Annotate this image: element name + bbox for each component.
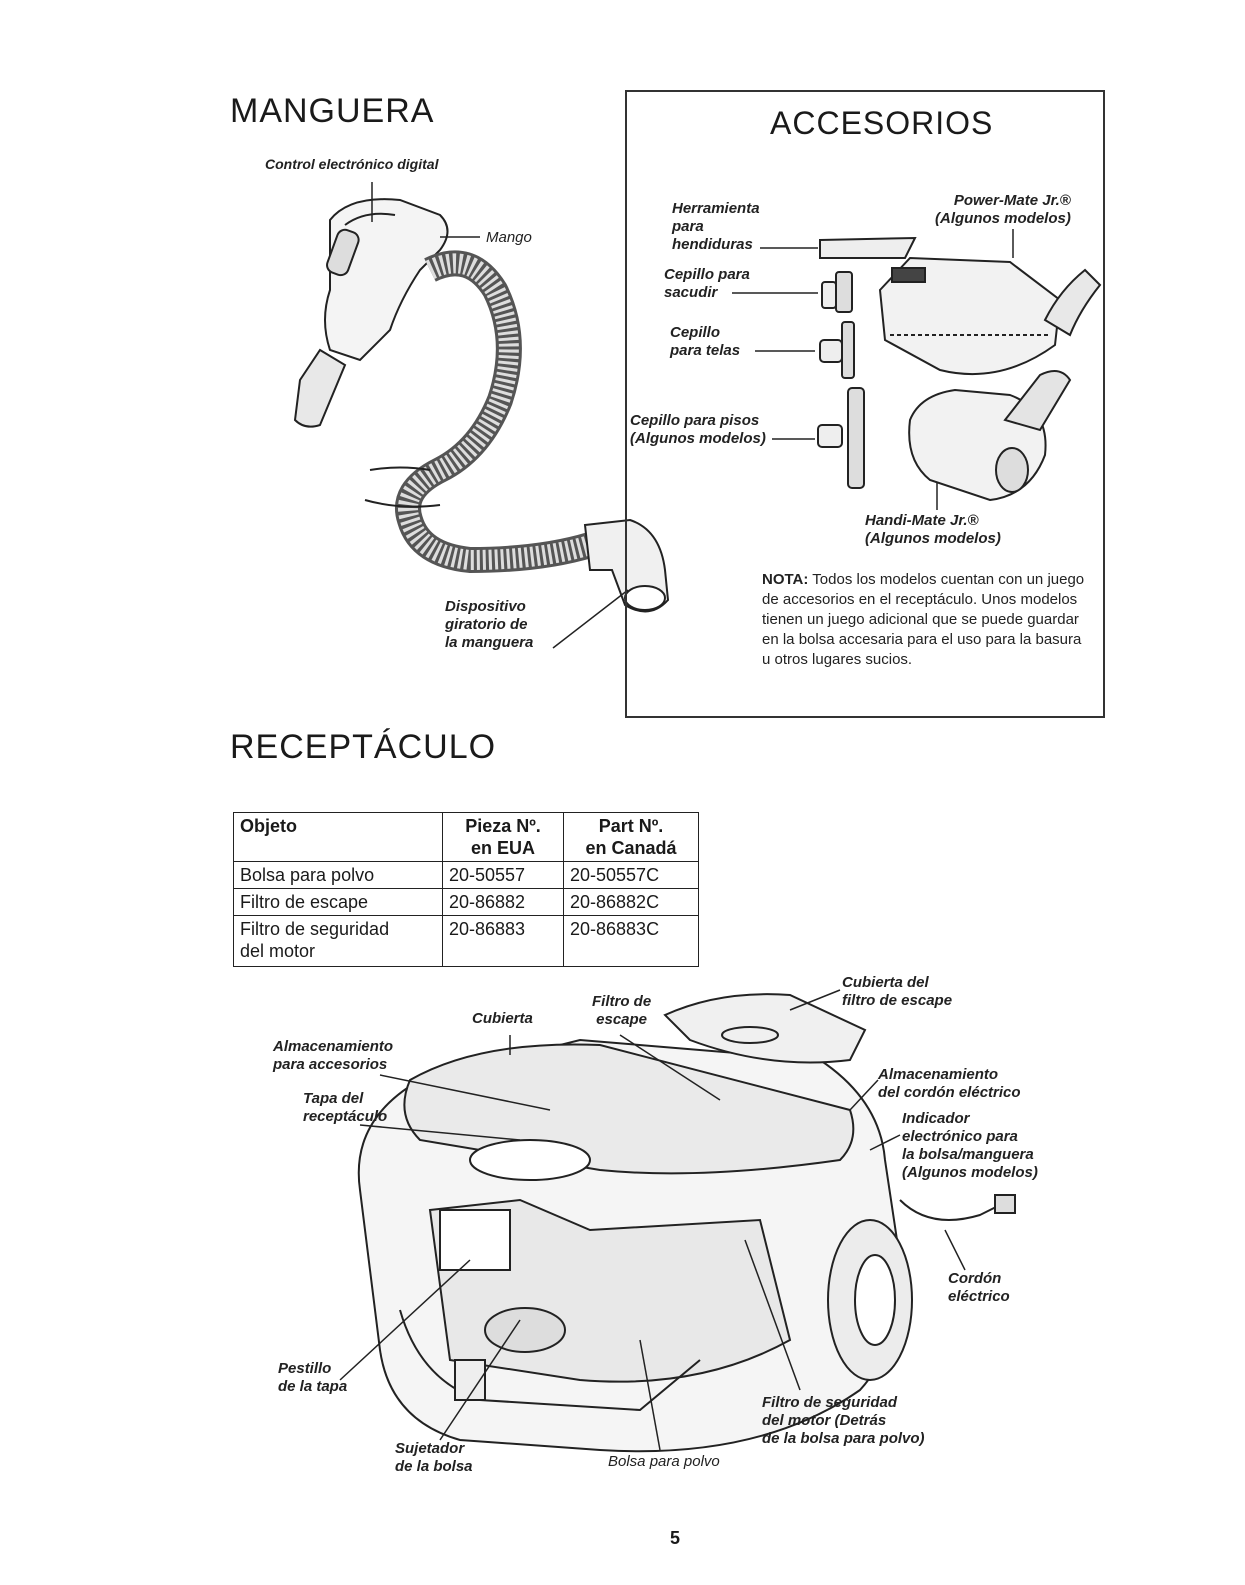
table-cell: 20-86882C [563,888,699,916]
table-row: Filtro de escape 20-86882 20-86882C [233,888,699,916]
label-cepillo-telas: Cepillo para telas [670,324,741,359]
label-indicador-electronico: Indicador electrónico para la bolsa/mang… [902,1110,1038,1181]
table-header-objeto: Objeto [233,812,443,862]
label-handi-mate: Handi-Mate Jr.® (Algunos modelos) [865,512,1001,547]
label-bolsa-polvo: Bolsa para polvo [608,1453,720,1470]
nota-text: NOTA: Todos los modelos cuentan con un j… [762,570,1092,670]
manguera-title: MANGUERA [230,92,435,130]
table-cell: Filtro de escape [233,888,443,916]
leader-lines [339,182,1014,1451]
receptaculo-title: RECEPTÁCULO [230,728,497,766]
label-cepillo-sacudir: Cepillo para sacudir [664,266,750,301]
table-cell: 20-86883C [563,915,699,967]
label-cordon-electrico: Cordón eléctrico [948,1270,1010,1305]
table-row: Filtro de seguridad del motor 20-86883 2… [233,915,699,967]
label-almacenamiento-cordon: Almacenamiento del cordón eléctrico [878,1066,1021,1101]
label-power-mate: Power-Mate Jr.® (Algunos modelos) [935,192,1071,227]
parts-table: Objeto Pieza Nº. en EUA Part Nº. en Cana… [233,812,699,967]
canister-illustration [357,993,1016,1453]
label-filtro-seguridad: Filtro de seguridad del motor (Detrás de… [762,1394,925,1447]
label-control-electronico: Control electrónico digital [265,156,439,172]
label-almacenamiento-accesorios: Almacenamiento para accesorios [273,1038,394,1073]
table-cell: 20-50557C [563,861,699,889]
label-cubierta: Cubierta [472,1010,533,1027]
table-cell: 20-86882 [442,888,564,916]
accessories-illustration [817,236,1102,502]
nota-body: Todos los modelos cuentan con un juego d… [762,571,1085,668]
accesorios-title: ACCESORIOS [770,105,994,141]
table-cell: Bolsa para polvo [233,861,443,889]
label-pestillo-tapa: Pestillo de la tapa [278,1360,348,1395]
label-sujetador-bolsa: Sujetador de la bolsa [395,1440,473,1475]
label-cubierta-filtro-escape: Cubierta del filtro de escape [842,974,953,1009]
table-cell: 20-86883 [442,915,564,967]
page-number: 5 [670,1528,681,1548]
label-cepillo-pisos: Cepillo para pisos (Algunos modelos) [630,412,766,447]
table-row: Bolsa para polvo 20-50557 20-50557C [233,861,699,889]
label-tapa-receptaculo: Tapa del receptáculo [303,1090,388,1125]
label-dispositivo-giratorio: Dispositivo giratorio de la manguera [445,598,534,651]
table-cell: 20-50557 [442,861,564,889]
table-header-row: Objeto Pieza Nº. en EUA Part Nº. en Cana… [233,812,699,862]
table-header-part-canada: Part Nº. en Canadá [563,812,699,862]
hose-handle-illustration [293,198,670,613]
label-mango: Mango [486,229,532,246]
accesorios-box [625,90,1105,718]
label-herramienta-hendiduras: Herramienta para hendiduras [672,200,760,253]
label-filtro-escape: Filtro de escape [592,993,652,1028]
table-header-pieza-eua: Pieza Nº. en EUA [442,812,564,862]
nota-label: NOTA: [762,571,809,588]
table-cell: Filtro de seguridad del motor [233,915,443,967]
